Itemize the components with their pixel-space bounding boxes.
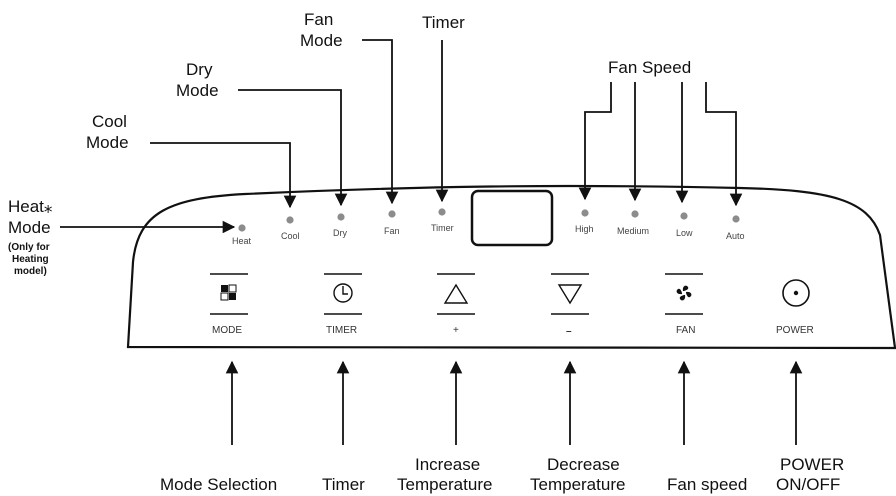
timer-led	[438, 208, 446, 216]
high-led	[581, 209, 589, 217]
fan-led-label: Fan	[384, 226, 400, 236]
power-icon	[782, 279, 810, 307]
fan-button-label: FAN	[676, 325, 695, 336]
timer-indicator-callout: Timer	[422, 13, 465, 32]
fan-icon	[676, 285, 692, 301]
low-led	[680, 212, 688, 220]
dry-led-label: Dry	[333, 228, 347, 238]
decrease-button-label: –	[566, 326, 572, 337]
timer-led-label: Timer	[431, 223, 454, 233]
indicator-low: Low	[676, 212, 693, 238]
increase-callout-line1: Increase	[415, 455, 480, 474]
fan-mode-arrow	[362, 39, 399, 205]
timer-button[interactable]: TIMER	[324, 273, 362, 336]
fan-button[interactable]: FAN	[665, 273, 703, 336]
cool-mode-callout-line2: Mode	[86, 133, 129, 152]
heat-mode-callout-line2: Mode	[8, 218, 51, 237]
display-window	[470, 189, 554, 247]
heat-led-label: Heat	[232, 236, 252, 246]
indicator-high: High	[575, 209, 594, 234]
timer-button-label: TIMER	[326, 325, 357, 336]
fan-speed-high-arrow	[578, 82, 612, 201]
cool-mode-arrow	[150, 142, 297, 209]
fan-mode-callout-line2: Mode	[300, 31, 343, 50]
decrease-callout-line2: Temperature	[530, 475, 625, 494]
indicator-cool: Cool	[281, 216, 300, 241]
mode-button[interactable]: MODE	[210, 273, 248, 336]
power-callout-line2: ON/OFF	[776, 475, 840, 494]
medium-led-label: Medium	[617, 226, 649, 236]
triangle-down-icon	[557, 284, 583, 305]
indicator-dry: Dry	[333, 213, 347, 238]
increase-button[interactable]: +	[437, 273, 475, 336]
triangle-up-icon	[443, 283, 469, 304]
heat-led	[238, 224, 246, 232]
mode-button-label: MODE	[212, 325, 242, 336]
medium-led	[631, 210, 639, 218]
fan-speed-callout: Fan Speed	[608, 58, 691, 77]
increase-button-label: +	[453, 325, 459, 336]
indicator-heat: Heat	[232, 224, 252, 246]
increase-callout-line2: Temperature	[397, 475, 492, 494]
fan-speed-bottom-callout: Fan speed	[667, 475, 747, 494]
power-button[interactable]: POWER	[776, 279, 814, 336]
clock-icon	[333, 283, 353, 303]
heat-mode-note-line1: (Only for	[8, 242, 50, 253]
dry-mode-arrow	[238, 89, 348, 207]
cool-led	[286, 216, 294, 224]
fan-mode-callout-line1: Fan	[304, 10, 333, 29]
decrease-button[interactable]: –	[551, 273, 589, 337]
power-button-label: POWER	[776, 325, 814, 336]
panel-outline	[126, 184, 896, 350]
indicator-medium: Medium	[617, 210, 649, 236]
timer-callout: Timer	[322, 475, 365, 494]
cool-mode-callout-line1: Cool	[92, 112, 127, 131]
indicator-auto: Auto	[726, 215, 745, 241]
auto-led	[732, 215, 740, 223]
indicator-timer: Timer	[431, 208, 454, 233]
cool-led-label: Cool	[281, 231, 300, 241]
auto-led-label: Auto	[726, 231, 745, 241]
fan-speed-auto-arrow	[705, 82, 743, 207]
dry-mode-callout-line2: Mode	[176, 81, 219, 100]
indicator-fan: Fan	[384, 210, 400, 236]
mode-selection-callout: Mode Selection	[160, 475, 277, 494]
low-led-label: Low	[676, 228, 693, 238]
heat-mode-note-line2: Heating	[12, 254, 49, 265]
dry-mode-callout-line1: Dry	[186, 60, 213, 79]
fan-led	[388, 210, 396, 218]
high-led-label: High	[575, 224, 594, 234]
power-callout-line1: POWER	[780, 455, 844, 474]
decrease-callout-line1: Decrease	[547, 455, 620, 474]
dry-led	[337, 213, 345, 221]
heat-mode-note-line3: model)	[14, 266, 47, 277]
heat-mode-callout-line1: Heat⁎	[8, 197, 52, 216]
mode-icon	[220, 284, 237, 301]
